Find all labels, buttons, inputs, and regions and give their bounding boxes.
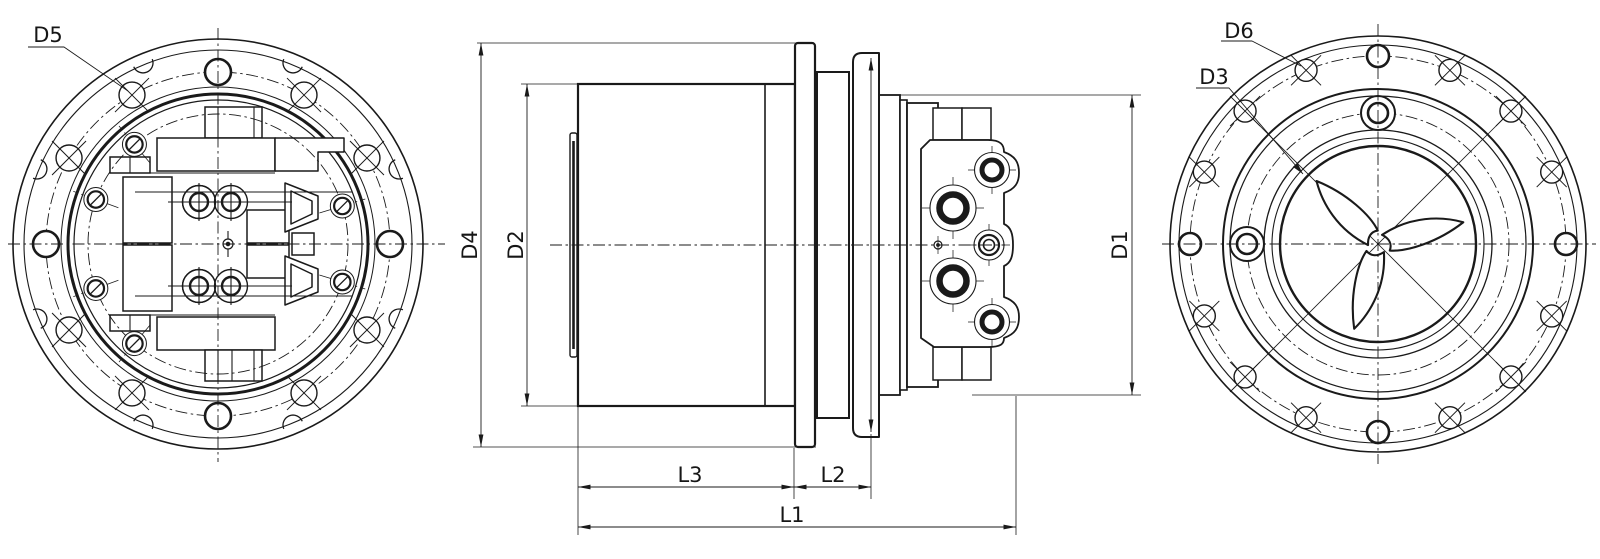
- thread-cross-line: [1536, 300, 1568, 332]
- d6-leader-line: [1221, 40, 1302, 67]
- dimension-arrowhead: [478, 43, 484, 56]
- dimension-arrowhead: [794, 484, 807, 490]
- thread-cross-line: [1434, 402, 1466, 434]
- front-view: [8, 28, 445, 462]
- thread-cross-line: [114, 375, 150, 411]
- main-port-ring: [936, 191, 970, 225]
- dimension-labels: D5 D4 D2 D1 L3 L2 L1 D6 D3: [33, 19, 1254, 527]
- dimension-arrowhead: [1129, 382, 1135, 395]
- rim-notch-arc: [133, 414, 154, 430]
- dimension-arrowhead: [578, 524, 591, 530]
- dim-label-d1: D1: [1108, 230, 1132, 260]
- mechanism-block: [204, 349, 263, 382]
- thread-cross-line: [286, 77, 322, 113]
- thread-cross-line: [1495, 95, 1527, 127]
- housing-section: [961, 346, 992, 381]
- rear-view: [1162, 24, 1596, 464]
- dimension-arrowhead: [868, 58, 874, 71]
- spline-hub-blade: [1380, 217, 1465, 252]
- thread-cross-line: [114, 77, 150, 113]
- dimension-arrowhead: [1129, 95, 1135, 108]
- thread-cross-line: [1495, 361, 1527, 393]
- thread-cross-line: [1536, 156, 1568, 188]
- thread-cross-line: [51, 140, 87, 176]
- screw-slot: [336, 276, 348, 288]
- rim-notch-arc: [32, 159, 48, 180]
- screw-slot: [90, 193, 102, 206]
- mechanism-block: [204, 106, 263, 139]
- dimension-arrowhead: [478, 434, 484, 447]
- thread-cross-line: [286, 375, 322, 411]
- leader-arrowhead: [1292, 162, 1303, 174]
- thread-cross-line: [1290, 402, 1322, 434]
- dim-label-l2: L2: [820, 463, 845, 487]
- housing-section: [961, 107, 992, 141]
- rim-notch-arc: [282, 414, 303, 430]
- aux-port-ring: [979, 309, 1005, 335]
- screw-slot: [128, 337, 141, 350]
- mechanism-block: [246, 209, 290, 244]
- housing-section: [932, 107, 963, 141]
- mechanism-block: [156, 137, 276, 172]
- spline-hub-blade: [1315, 179, 1379, 247]
- mechanism-block: [290, 263, 313, 298]
- dimension-arrowhead: [524, 393, 530, 406]
- dim-label-d3: D3: [1199, 65, 1229, 89]
- d3-leader-line: [1196, 87, 1304, 175]
- mechanism-block: [122, 244, 173, 312]
- housing-section: [932, 346, 963, 381]
- dimension-arrowhead: [781, 484, 794, 490]
- side-section-view: [473, 41, 1141, 535]
- thread-cross-line: [1188, 300, 1220, 332]
- dim-label-d6: D6: [1224, 19, 1254, 43]
- rim-notch-arc: [32, 308, 48, 329]
- dimension-arrowhead: [524, 84, 530, 97]
- dimension-arrowhead: [578, 484, 591, 490]
- rim-notch-arc: [388, 308, 404, 329]
- thread-cross-line: [1229, 95, 1261, 127]
- rim-notch-arc: [282, 58, 303, 74]
- dim-label-d2: D2: [504, 230, 528, 260]
- sprocket-flange: [852, 52, 880, 438]
- thread-cross-line: [1188, 156, 1220, 188]
- aux-port-ring: [979, 157, 1005, 183]
- mechanism-block: [290, 190, 313, 225]
- dim-label-l3: L3: [677, 463, 702, 487]
- rim-notch-arc: [388, 159, 404, 180]
- dim-label-d5: D5: [33, 23, 63, 47]
- thread-cross-line: [349, 140, 385, 176]
- screw-slot: [128, 138, 141, 151]
- thread-cross-line: [1290, 54, 1322, 86]
- main-port-ring: [936, 264, 970, 298]
- dimension-arrowhead: [868, 419, 874, 432]
- thread-cross-line: [1434, 54, 1466, 86]
- screw-slot: [336, 200, 348, 212]
- d5-leader-line: [28, 46, 129, 92]
- spline-hub-blade: [1351, 249, 1386, 330]
- dimension-arrowhead: [858, 484, 871, 490]
- thread-cross-line: [1229, 361, 1261, 393]
- thread-cross-line: [51, 312, 87, 348]
- rim-notch-arc: [133, 58, 154, 74]
- mechanism-block: [246, 244, 290, 279]
- mechanism-block: [274, 137, 345, 172]
- screw-slot: [90, 282, 102, 295]
- mechanism-block: [156, 316, 276, 351]
- dimension-arrowhead: [1003, 524, 1016, 530]
- thread-cross-line: [349, 312, 385, 348]
- dim-label-l1: L1: [779, 503, 804, 527]
- mechanism-block: [122, 176, 173, 244]
- dim-label-d4: D4: [458, 230, 482, 260]
